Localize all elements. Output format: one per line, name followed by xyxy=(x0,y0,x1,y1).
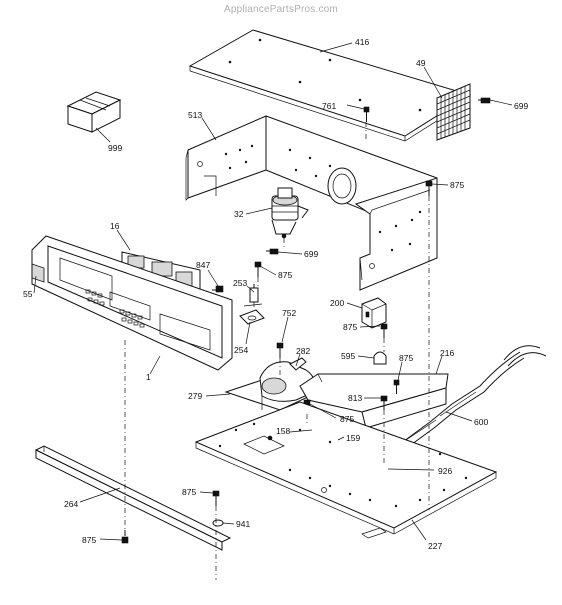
screw-875-shield xyxy=(393,379,400,394)
callout-752: 752 xyxy=(282,308,296,318)
top-cover-part xyxy=(188,29,472,142)
washer-941 xyxy=(212,519,224,527)
callout-699: 699 xyxy=(304,249,318,259)
callout-216: 216 xyxy=(440,348,454,358)
callout-282: 282 xyxy=(296,346,310,356)
callout-600: 600 xyxy=(474,417,488,427)
callout-875: 875 xyxy=(82,535,96,545)
alignment-lines xyxy=(124,122,430,580)
callout-875: 875 xyxy=(340,414,354,424)
air-duct-part xyxy=(224,357,316,411)
callout-159: 159 xyxy=(346,433,360,443)
callout-875: 875 xyxy=(182,487,196,497)
callout-699: 699 xyxy=(514,101,528,111)
screw-699-middle xyxy=(266,248,279,255)
housing-frame-part xyxy=(185,115,438,291)
manual-box-part xyxy=(66,91,122,133)
callout-55: 55 xyxy=(23,289,33,299)
callout-200: 200 xyxy=(330,298,344,308)
watermark: AppliancePartsPros.com xyxy=(224,4,338,15)
screw-875-relay xyxy=(380,323,388,338)
callout-253: 253 xyxy=(233,278,247,288)
callout-875: 875 xyxy=(450,180,464,190)
callout-941: 941 xyxy=(236,519,250,529)
callout-264: 264 xyxy=(64,499,78,509)
callout-1: 1 xyxy=(146,372,151,382)
callout-875: 875 xyxy=(399,353,413,363)
control-panel-part xyxy=(31,235,233,371)
callout-813: 813 xyxy=(348,393,362,403)
screw-875-lower xyxy=(212,490,220,506)
blower-motor-part xyxy=(271,187,309,239)
callout-999: 999 xyxy=(108,143,122,153)
callout-847: 847 xyxy=(196,260,210,270)
callout-49: 49 xyxy=(416,58,426,68)
vent-grille-part xyxy=(436,83,471,141)
callout-875: 875 xyxy=(343,322,357,332)
screw-875-bottom xyxy=(121,530,129,544)
screw-752 xyxy=(276,342,284,358)
screw-813 xyxy=(380,395,388,410)
callout-32: 32 xyxy=(234,209,244,219)
callout-926: 926 xyxy=(438,466,452,476)
callout-279: 279 xyxy=(188,391,202,401)
callout-875: 875 xyxy=(278,270,292,280)
base-plate-part xyxy=(194,401,498,539)
relay-200-part xyxy=(361,297,387,329)
callout-leaders xyxy=(33,42,513,541)
callout-595: 595 xyxy=(341,351,355,361)
switch-253-part xyxy=(249,284,259,303)
callout-labels: 416 49 699 761 513 999 875 16 32 699 847… xyxy=(23,37,528,551)
callout-416: 416 xyxy=(355,37,369,47)
screw-699-top xyxy=(478,97,491,104)
callout-513: 513 xyxy=(188,110,202,120)
screw-875-right xyxy=(425,180,433,196)
callout-158: 158 xyxy=(276,426,290,436)
callout-761: 761 xyxy=(322,101,336,111)
screw-761 xyxy=(363,106,370,122)
callout-227: 227 xyxy=(428,541,442,551)
screw-847 xyxy=(212,285,224,293)
callout-16: 16 xyxy=(110,221,120,231)
trim-rail-part xyxy=(34,445,232,551)
clip-595-part xyxy=(373,351,387,365)
screw-875-center xyxy=(254,261,262,277)
callout-254: 254 xyxy=(234,345,248,355)
bracket-254-part xyxy=(239,303,265,325)
